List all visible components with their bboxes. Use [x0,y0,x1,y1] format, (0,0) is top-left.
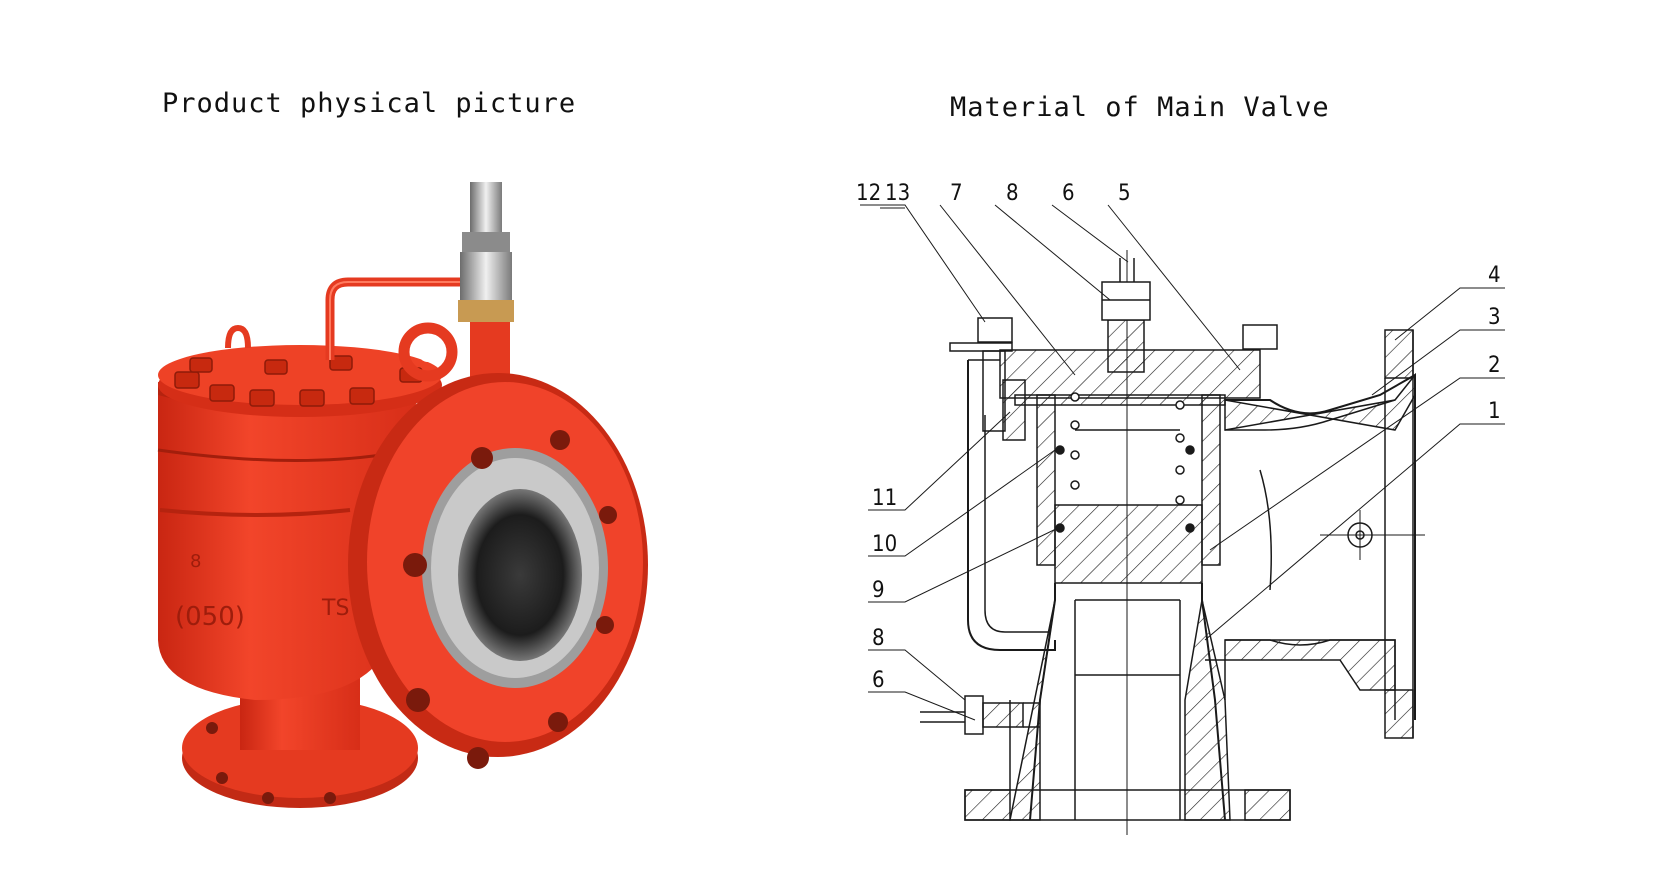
main-valve-material-title: Material of Main Valve [950,92,1330,123]
part-label-4: 4 [1488,263,1501,288]
part-label-9: 9 [872,578,885,603]
part-label-12: 12 [856,181,881,206]
valve-cross-section-drawing [860,204,1505,835]
part-label-10: 10 [872,532,897,557]
part-label-3: 3 [1488,305,1501,330]
valve-product-image: 8 (050) TS [157,182,648,808]
part-label-8-side: 8 [872,626,885,651]
part-label-1: 1 [1488,399,1501,424]
part-label-11: 11 [872,486,897,511]
part-label-6-side: 6 [872,668,885,693]
product-picture-title: Product physical picture [162,88,577,119]
svg-text:(050): (050) [175,602,245,632]
part-label-13: 13 [885,181,910,206]
svg-text:TS: TS [321,596,349,621]
part-label-6-top: 6 [1062,181,1075,206]
part-label-7: 7 [950,181,963,206]
svg-text:8: 8 [190,551,201,572]
part-label-8-top: 8 [1006,181,1019,206]
part-label-2: 2 [1488,353,1501,378]
part-label-5: 5 [1118,181,1131,206]
